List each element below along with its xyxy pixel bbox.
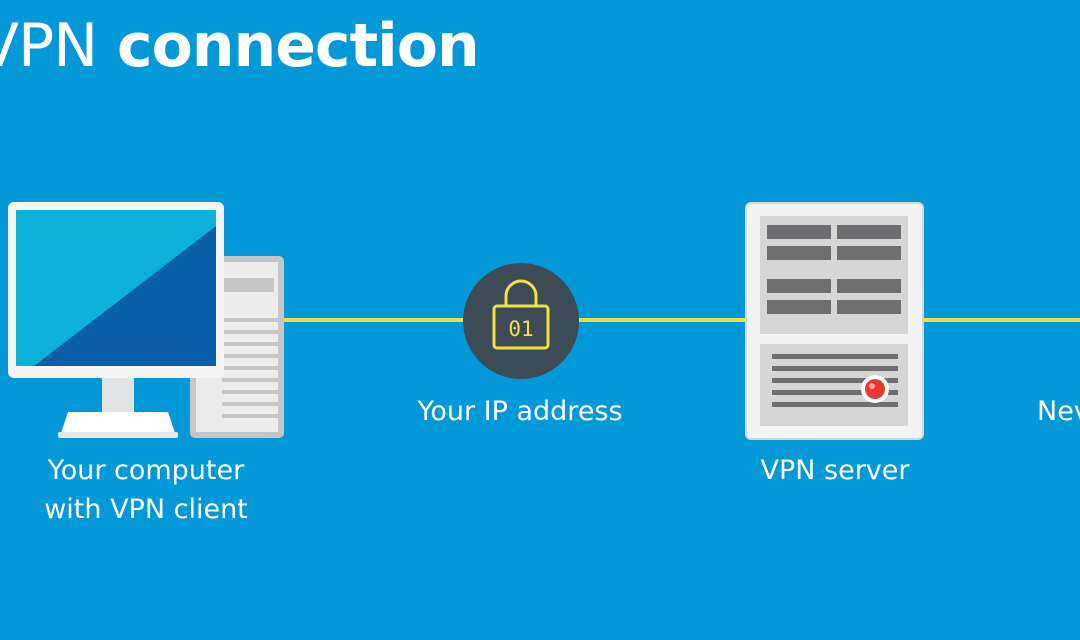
server-status-led bbox=[861, 375, 889, 403]
diagram-title: VPN connection bbox=[0, 8, 480, 84]
monitor bbox=[8, 202, 224, 378]
server-top-panel bbox=[760, 216, 908, 334]
desktop-computer-icon bbox=[8, 202, 284, 438]
title-bold-text: connection bbox=[117, 11, 480, 81]
padlock-icon: 01 bbox=[463, 263, 579, 379]
title-light-text: VPN bbox=[0, 11, 98, 81]
server-icon bbox=[745, 202, 924, 440]
computer-label-line2: with VPN client bbox=[44, 494, 248, 525]
computer-label-line1: Your computer bbox=[47, 455, 245, 486]
ip-address-label: Your IP address bbox=[417, 396, 623, 427]
lock-digits: 01 bbox=[508, 317, 533, 341]
server-bottom-panel bbox=[760, 344, 908, 426]
new-ip-label: Nev bbox=[1037, 396, 1080, 427]
computer-label: Your computer with VPN client bbox=[30, 451, 262, 529]
vpn-server-label: VPN server bbox=[760, 455, 910, 486]
monitor-stand bbox=[58, 370, 178, 438]
